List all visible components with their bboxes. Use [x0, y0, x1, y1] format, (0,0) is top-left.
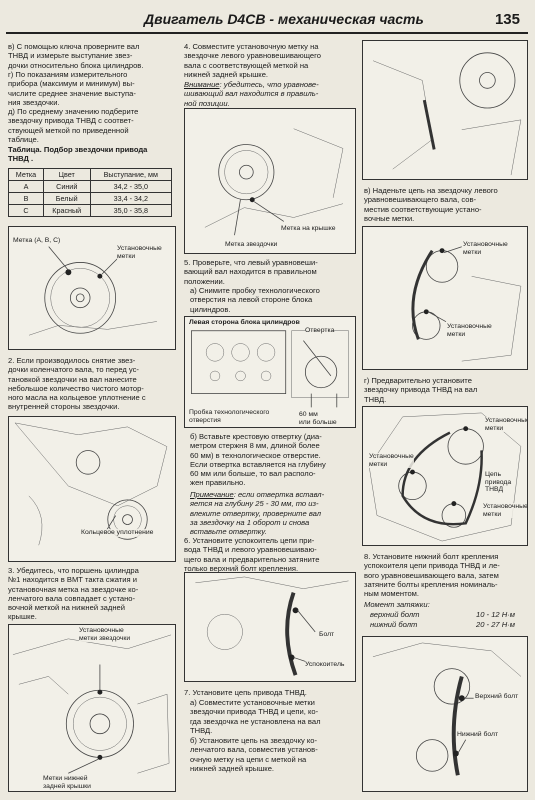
col1-step-g: г) По показаниям измерительного прибора … [8, 70, 136, 107]
label-install-marks-b: Установочные метки [369, 453, 414, 469]
crank-sprocket-drawing [14, 422, 168, 546]
sprocket-marks-drawing [28, 246, 157, 336]
table-cell: Белый [42, 192, 91, 205]
table-header-cell: Метка [8, 168, 44, 181]
col2-step-6: 6. Установите успокоитель цепи при- вода… [184, 536, 320, 573]
torque-title: Момент затяжки: [364, 600, 430, 609]
torque-lower-value: 20 - 27 Н·м [476, 620, 515, 629]
figure-sprocket-marks: Метка (А, В, С) Установочные метки [8, 226, 176, 350]
figure-block-left-side: Левая сторона блока цилиндров Отвертка П… [184, 316, 356, 428]
figure-crank-sprocket: Кольцевое уплотнение [8, 416, 176, 562]
label-sprocket-marks: Установочные метки звездочки [79, 627, 131, 643]
label-bolt: Болт [319, 631, 335, 639]
torque-upper-label: верхний болт [370, 610, 420, 619]
col2-step-7a: а) Совместите установочные метки звездоч… [190, 698, 321, 735]
label-cover-marks: Метки нижней задней крышки [43, 775, 91, 791]
table-header-cell: Цвет [42, 168, 91, 181]
table-header-row: Метка Цвет Выступание, мм [8, 168, 173, 181]
label-upper-bolt: Верхний болт [475, 693, 519, 701]
col3-step-8: 8. Установите нижний болт крепления успо… [364, 552, 500, 599]
balance-chain-drawing [411, 246, 522, 362]
balance-shaft-drawing [204, 128, 344, 236]
table-cell: Синий [42, 180, 91, 193]
table-header-cell: Выступание, мм [89, 168, 173, 181]
col2-step-7: 7. Установите цепь привода ТНВД. [184, 688, 307, 697]
label-install-marks-1: Установочные метки [463, 241, 508, 257]
label-lower-bolt: Нижний болт [457, 731, 499, 739]
note-attention-text: : убедитесь, что уравнове- шивающий вал … [184, 80, 319, 108]
table-title: Таблица. Подбор звездочки привода ТНВД . [8, 145, 148, 164]
col1-step-2: 2. Если производилось снятие звез- дочки… [8, 356, 146, 412]
torque-lower-label: нижний болт [370, 620, 418, 629]
table-cell: B [8, 192, 44, 205]
figure-balance-chain: Установочные метки Установочные метки [362, 226, 528, 370]
col3-step-g: г) Предварительно установите звездочку п… [364, 376, 478, 404]
figure-balance-shaft-mark: Метка на крышке Метка звездочки [184, 108, 356, 254]
sprocket-top-drawing [372, 52, 522, 176]
table-cell: 34,2 - 35,0 [89, 180, 173, 193]
col1-step-3: 3. Убедитесь, что поршень цилиндра №1 на… [8, 566, 139, 622]
table-row: C Красный 35,0 - 35,8 [8, 204, 173, 217]
chain-routing-drawing [368, 412, 522, 542]
note-remark-label: Примечание [190, 490, 234, 499]
label-install-marks-c: Установочные метки [483, 503, 528, 519]
table-cell: 33,4 - 34,2 [89, 192, 173, 205]
label-cover-mark: Метка на крышке [281, 225, 336, 233]
damper-bolts-drawing [372, 642, 522, 776]
col3-step-v: в) Наденьте цепь на звездочку левого ура… [364, 186, 498, 223]
note-attention-label: Внимание [184, 80, 220, 89]
label-chain: Цепь привода ТНВД [485, 471, 512, 494]
label-o-ring: Кольцевое уплотнение [81, 529, 154, 537]
col2-step-5a: а) Снимите пробку технологического отвер… [190, 286, 320, 314]
label-screwdriver: Отвертка [305, 327, 335, 335]
figure-title-block-left: Левая сторона блока цилиндров [189, 319, 300, 327]
col2-note-attention: Внимание: убедитесь, что уравнове- шиваю… [184, 80, 356, 108]
chain-damper-drawing [195, 576, 349, 676]
table-cell: 35,0 - 35,8 [89, 204, 173, 217]
figure-chain-damper: Болт Успокоитель [184, 572, 356, 682]
col2-step-4: 4. Совместите установочную метку на звез… [184, 42, 321, 79]
label-install-marks-2: Установочные метки [447, 323, 492, 339]
col2-step-7b: б) Установите цепь на звездочку ко- ленч… [190, 736, 318, 773]
label-install-marks-a: Установочные метки [485, 417, 528, 433]
table-row: B Белый 33,4 - 34,2 [8, 192, 173, 205]
label-depth: 60 мм или больше [299, 411, 337, 427]
label-tech-plug: Пробка технологического отверстия [189, 409, 270, 425]
col2-step-5: 5. Проверьте, что левый уравновеши- вающ… [184, 258, 318, 286]
figure-sprocket-top [362, 40, 528, 180]
page-number: 135 [494, 11, 520, 28]
figure-damper-bolts: Верхний болт Нижний болт [362, 636, 528, 792]
col1-step-d: д) По среднему значению подберите звездо… [8, 107, 139, 144]
col2-step-5b: б) Вставьте крестовую отвертку (диа- мет… [190, 432, 326, 488]
note-remark-text: : если отвертка вставл- яется на глубину… [190, 490, 325, 537]
col2-note-remark: Примечание: если отвертка вставл- яется … [190, 490, 356, 536]
label-damper: Успокоитель [305, 661, 345, 669]
label-mark-abc: Метка (А, В, С) [13, 237, 61, 245]
page-title: Двигатель D4CB - механическая часть [144, 11, 424, 27]
figure-chain-routing: Установочные метки Установочные метки Це… [362, 406, 528, 546]
torque-upper-value: 10 - 12 Н·м [476, 610, 515, 619]
table-cell: A [8, 180, 44, 193]
label-install-marks: Установочные метки [117, 245, 162, 261]
label-sprocket-mark: Метка звездочки [225, 241, 278, 249]
col1-step-v: в) С помощью ключа проверните вал ТНВД и… [8, 42, 144, 70]
table-cell: C [8, 204, 44, 217]
table-cell: Красный [42, 204, 91, 217]
page-header: Двигатель D4CB - механическая часть 135 [6, 8, 528, 34]
block-left-side-drawing [191, 330, 349, 408]
table-row: A Синий 34,2 - 35,0 [8, 180, 173, 193]
sprocket-table: Метка Цвет Выступание, мм A Синий 34,2 -… [8, 168, 173, 217]
crank-marks-drawing [12, 634, 172, 774]
figure-crank-marks: Установочные метки звездочки Метки нижне… [8, 624, 176, 792]
